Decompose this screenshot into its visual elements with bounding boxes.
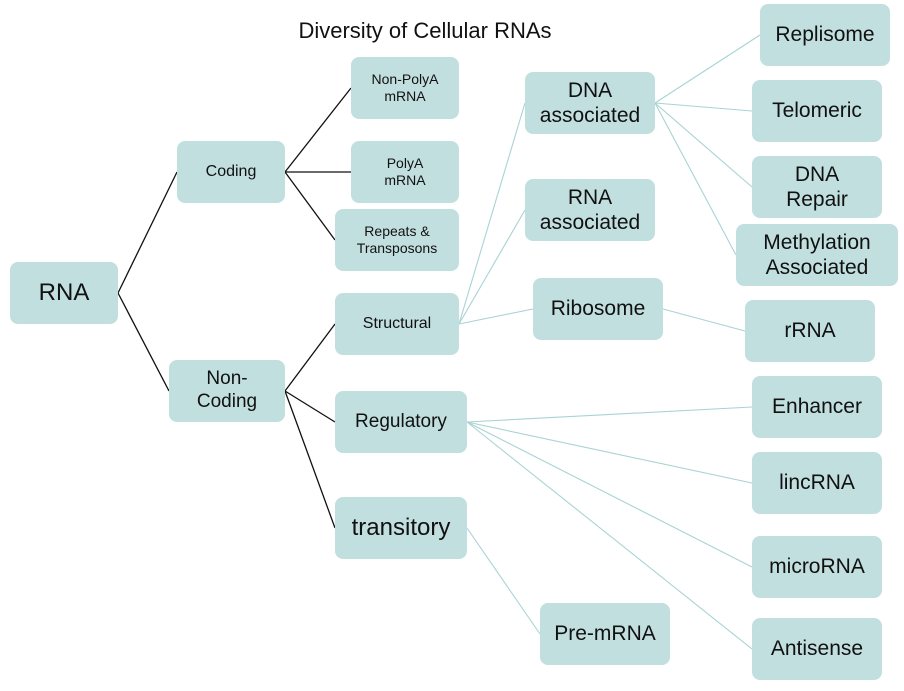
connector-line-regulatory-to-enhancer: [466, 406, 753, 423]
node-microrna: microRNA: [752, 536, 882, 598]
node-non-polya-mrna: Non-PolyA mRNA: [351, 57, 459, 119]
node-lincrna-label: lincRNA: [779, 471, 855, 495]
connector-line-rna-to-noncoding: [117, 292, 170, 392]
node-rrna: rRNA: [745, 300, 875, 362]
connector-line-ribosome-to-rrna: [662, 308, 746, 332]
connector-line-regulatory-to-lincrna: [466, 421, 753, 484]
connector-line-regulatory-to-microrna: [466, 421, 753, 568]
connector-line-dna-to-dnarepair: [654, 102, 753, 188]
node-rna: RNA: [10, 262, 118, 324]
node-structural-label: Structural: [362, 315, 432, 333]
node-telomeric-label: Telomeric: [772, 99, 862, 123]
node-enhancer: Enhancer: [752, 376, 882, 438]
node-non-polya-mrna-label: Non-PolyA mRNA: [371, 71, 439, 104]
node-telomeric: Telomeric: [752, 80, 882, 142]
connector-line-dna-to-telomeric: [654, 102, 753, 112]
node-polya-mrna: PolyA mRNA: [351, 141, 459, 203]
connector-line-structural-to-ribosome: [458, 308, 534, 325]
node-replisome-label: Replisome: [775, 23, 875, 47]
connector-line-structural-to-rnaassoc: [458, 209, 526, 325]
node-lincrna: lincRNA: [752, 452, 882, 514]
node-non-coding-label: Non- Coding: [196, 368, 258, 412]
node-repeats-transposons: Repeats & Transposons: [335, 209, 459, 271]
diagram-title: Diversity of Cellular RNAs: [298, 18, 552, 43]
node-rna-associated-label: RNA associated: [539, 185, 641, 234]
connector-line-transitory-to-premrna: [466, 527, 541, 635]
node-non-coding: Non- Coding: [169, 360, 285, 422]
connector-line-noncoding-to-transitory: [284, 390, 336, 529]
node-coding-label: Coding: [205, 163, 257, 181]
node-rna-associated: RNA associated: [525, 179, 655, 241]
connector-line-coding-to-nonpolya: [284, 87, 352, 173]
connector-line-coding-to-repeats: [284, 171, 336, 241]
connector-line-structural-to-dna: [458, 102, 526, 325]
connector-line-regulatory-to-antisense: [466, 421, 753, 650]
node-dna-repair-label: DNA Repair: [786, 162, 848, 211]
node-structural: Structural: [335, 293, 459, 355]
node-transitory: transitory: [335, 497, 467, 559]
node-pre-mrna: Pre-mRNA: [540, 603, 670, 665]
node-dna-associated: DNA associated: [525, 72, 655, 134]
node-ribosome-label: Ribosome: [550, 297, 646, 321]
node-coding: Coding: [177, 141, 285, 203]
node-polya-mrna-label: PolyA mRNA: [384, 155, 426, 188]
node-regulatory: Regulatory: [335, 391, 467, 453]
node-enhancer-label: Enhancer: [772, 395, 862, 419]
node-replisome: Replisome: [760, 4, 890, 66]
connector-line-rna-to-coding: [117, 171, 178, 294]
node-regulatory-label: Regulatory: [355, 410, 447, 432]
connector-line-dna-to-methyl: [654, 102, 737, 256]
node-methylation-associated: Methylation Associated: [736, 224, 898, 286]
connector-line-dna-to-replisome: [654, 34, 761, 104]
node-antisense-label: Antisense: [770, 637, 864, 661]
node-rrna-label: rRNA: [784, 319, 836, 343]
node-transitory-label: transitory: [351, 513, 451, 541]
node-dna-associated-label: DNA associated: [539, 78, 641, 127]
node-methylation-associated-label: Methylation Associated: [763, 230, 871, 279]
node-pre-mrna-label: Pre-mRNA: [554, 622, 656, 646]
node-ribosome: Ribosome: [533, 278, 663, 340]
connector-line-noncoding-to-structural: [284, 323, 336, 392]
node-antisense: Antisense: [752, 618, 882, 680]
node-repeats-transposons-label: Repeats & Transposons: [356, 223, 438, 256]
node-rna-label: RNA: [38, 278, 90, 306]
node-dna-repair: DNA Repair: [752, 156, 882, 218]
connector-line-noncoding-to-regulatory: [284, 390, 336, 423]
node-microrna-label: microRNA: [769, 555, 865, 579]
